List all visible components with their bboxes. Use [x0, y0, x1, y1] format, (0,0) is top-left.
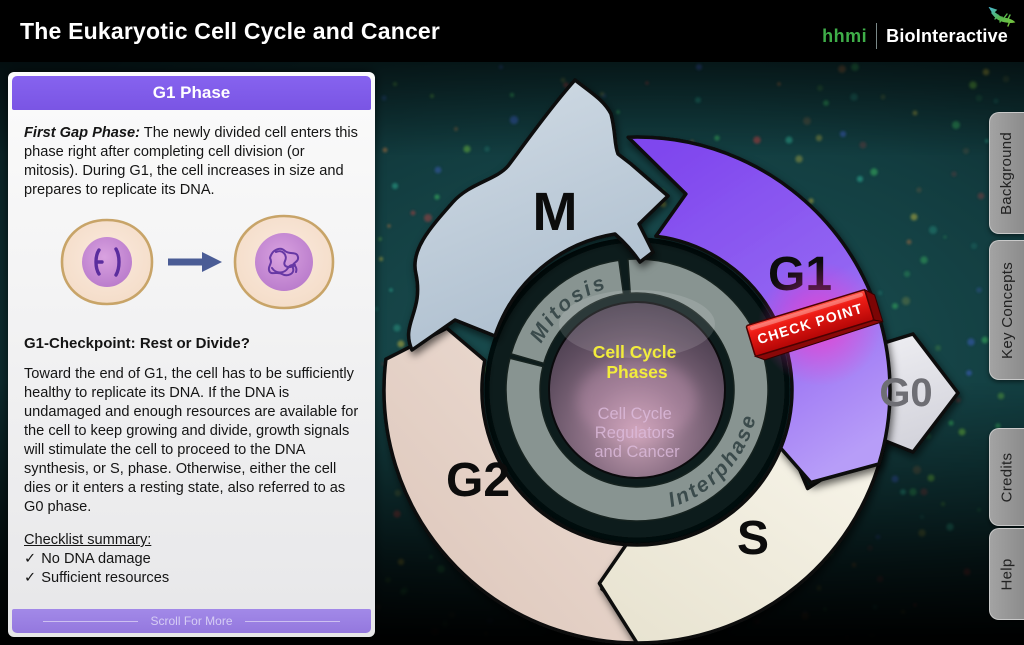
tab-background[interactable]: Background [989, 112, 1024, 234]
phase-band-s[interactable] [597, 433, 888, 645]
tab-credits[interactable]: Credits [989, 428, 1024, 526]
phase-band-g2[interactable] [382, 326, 666, 645]
page-title: The Eukaryotic Cell Cycle and Cancer [20, 17, 441, 44]
hhmi-wordmark: hhmi [822, 25, 868, 46]
mitosis-ring-segment[interactable] [510, 259, 625, 365]
large-cell-g1-end [233, 214, 334, 310]
checklist-title: Checklist summary: [24, 532, 152, 548]
panel-body: First Gap Phase: The newly divided cell … [8, 114, 375, 588]
footer-line [244, 620, 340, 622]
phase-band-m[interactable] [406, 78, 670, 352]
app-header: The Eukaryotic Cell Cycle and Cancer hhm… [0, 0, 1024, 62]
center-sphere[interactable] [548, 290, 726, 479]
info-panel: G1 Phase First Gap Phase: The newly divi… [8, 72, 375, 637]
scroll-for-more-label: Scroll For More [150, 614, 233, 628]
check-icon: ✓ [24, 551, 37, 567]
phase-label-g0[interactable]: G0 [879, 371, 932, 415]
phase-label-s[interactable]: S [737, 512, 769, 565]
first-gap-paragraph: First Gap Phase: The newly divided cell … [24, 125, 358, 198]
checkpoint-paragraph: Toward the end of G1, the cell has to be… [24, 366, 359, 515]
scroll-for-more-bar[interactable]: Scroll For More [12, 609, 371, 633]
panel-title: G1 Phase [12, 76, 371, 110]
logo-divider [876, 23, 878, 49]
interphase-ring-segment[interactable] [505, 258, 769, 522]
phase-label-g2[interactable]: G2 [446, 454, 510, 507]
checklist-item: ✓Sufficient resources [24, 570, 170, 586]
cell-illustration [24, 206, 359, 324]
center-subtitle[interactable]: Cell Cycle Regulators and Cancer [594, 405, 680, 461]
tab-key-concepts[interactable]: Key Concepts [989, 240, 1024, 380]
checkpoint-subheading: G1-Checkpoint: Rest or Divide? [24, 335, 250, 352]
biointeractive-wordmark: BioInteractive [886, 25, 1008, 46]
phase-band-g1[interactable] [626, 135, 892, 485]
check-icon: ✓ [24, 570, 37, 586]
phase-label-m[interactable]: M [533, 182, 578, 242]
gecko-icon [988, 7, 1016, 27]
phase-ring [505, 258, 769, 522]
main-stage: Mitosis Interphase Cell Cycle Phases Cel… [0, 62, 1024, 645]
checklist-item: ✓No DNA damage [24, 551, 151, 567]
center-title[interactable]: Cell Cycle Phases [593, 342, 682, 382]
growth-arrow [167, 252, 222, 272]
footer-line [43, 620, 139, 622]
tab-help[interactable]: Help [989, 528, 1024, 620]
hhmi-biointeractive-logo: hhmi BioInteractive [822, 7, 1024, 49]
small-cell-g1-start [60, 218, 153, 306]
